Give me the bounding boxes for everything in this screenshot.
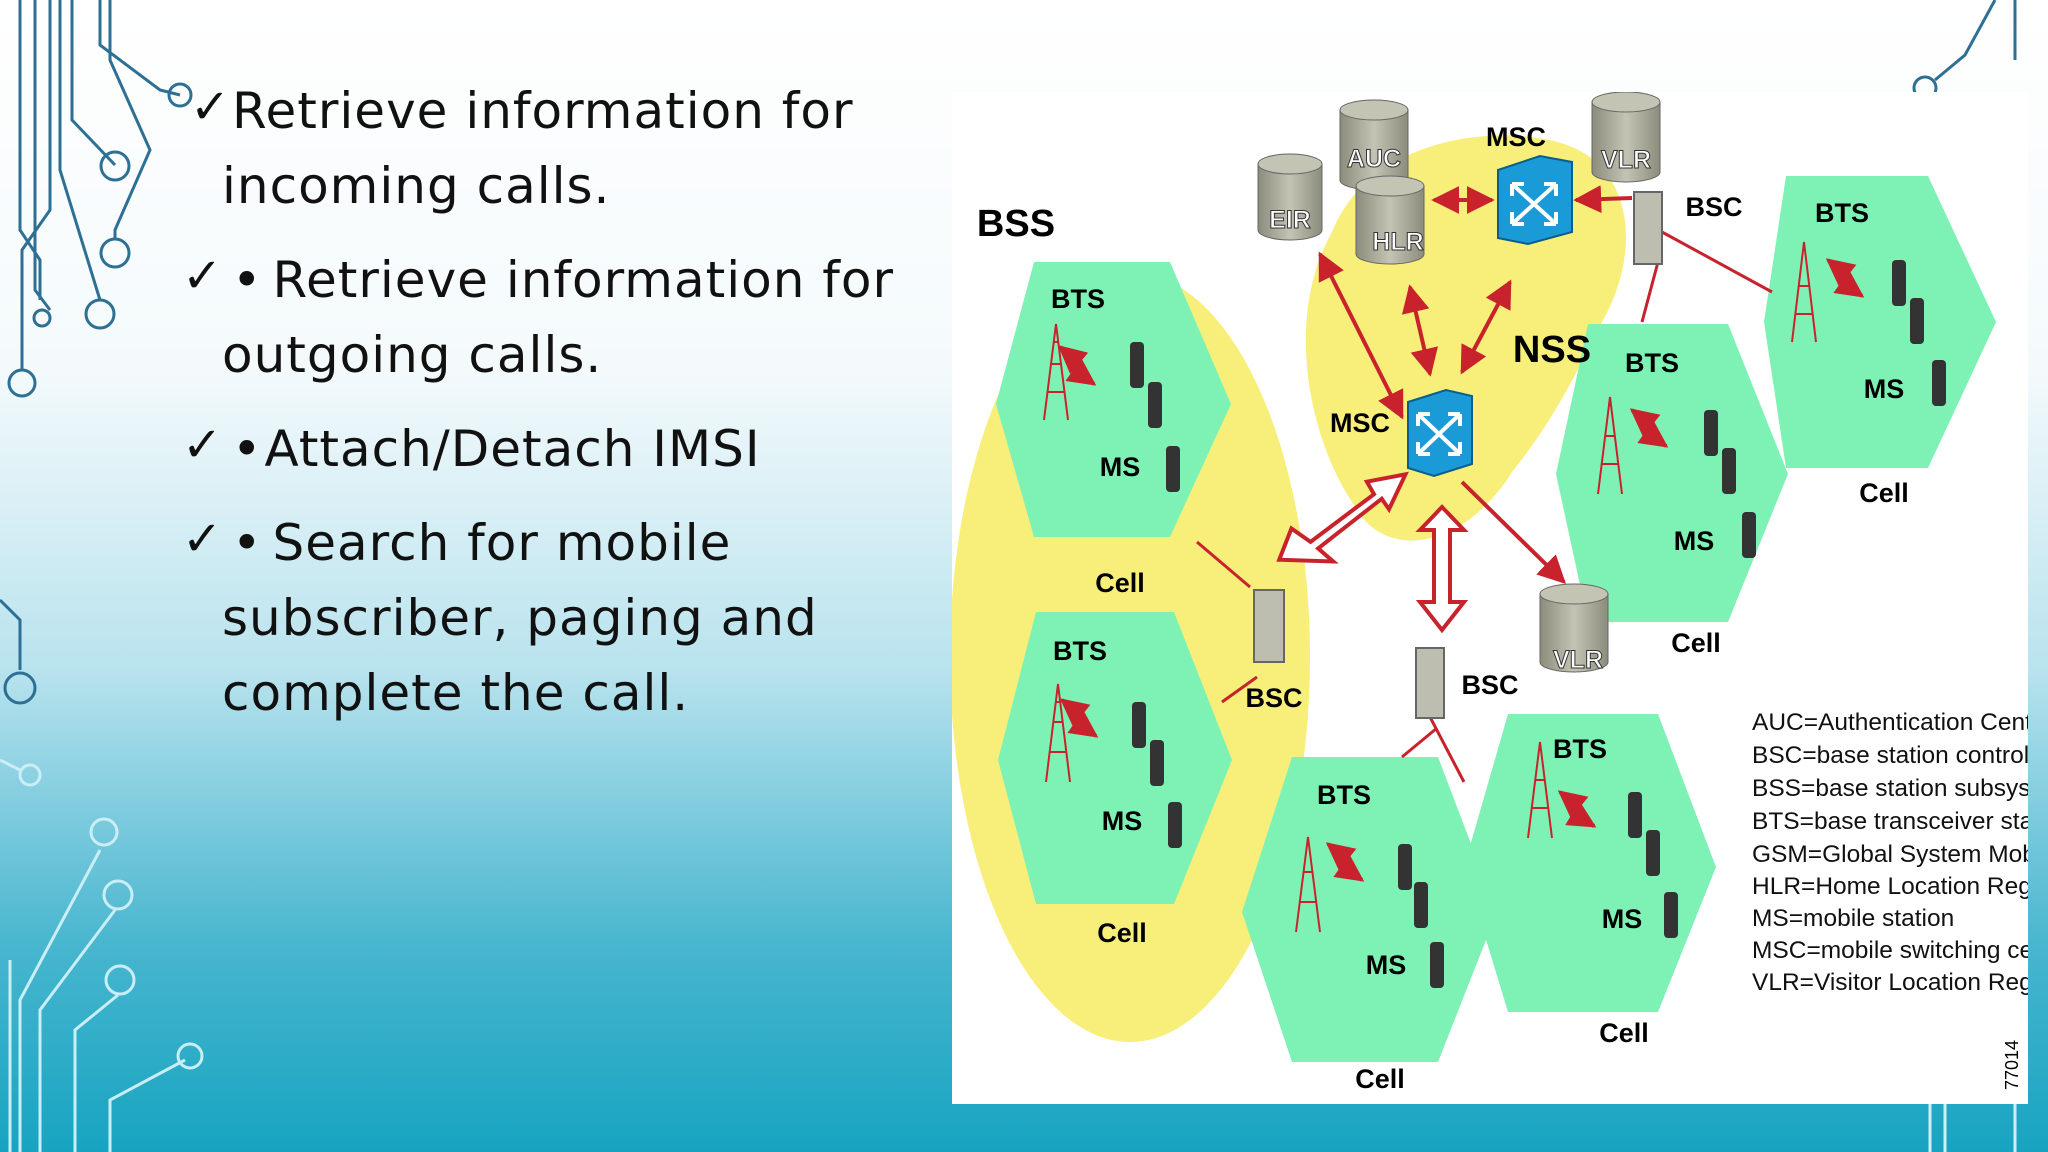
figure-id: 77014 <box>2002 1040 2022 1090</box>
ms-label: MS <box>1864 374 1905 404</box>
bullet-text: Retrieve information for <box>232 82 854 140</box>
check-icon: ✓ <box>182 511 224 567</box>
ms-label: MS <box>1366 950 1407 980</box>
bsc-label: BSC <box>1245 683 1302 713</box>
bsc-label: BSC <box>1685 192 1742 222</box>
legend-item: BSC=base station controller <box>1752 742 2028 769</box>
connection-lines <box>1196 230 1773 783</box>
bts-label: BTS <box>1815 198 1869 228</box>
cell-label: Cell <box>1355 1064 1405 1094</box>
bts-label: BTS <box>1625 348 1679 378</box>
legend-item: AUC=Authentication Center <box>1752 709 2028 736</box>
legend-item: BTS=base transceiver station <box>1752 808 2028 835</box>
nss-label: NSS <box>1513 329 1591 371</box>
bts-label: BTS <box>1317 780 1371 810</box>
bullet-text: complete the call. <box>222 664 690 722</box>
check-icon: ✓ <box>182 417 224 473</box>
diagram-canvas: BSS NSS MSC MSC AUC VLR EIR HLR VLR BSC … <box>952 92 2028 1094</box>
cell-label: Cell <box>1859 478 1909 508</box>
bullet-item: ✓ •Attach/Detach IMSI <box>182 412 950 487</box>
cell-hex <box>1464 714 1716 1012</box>
msc-label: MSC <box>1486 122 1546 152</box>
signal-arrows <box>1318 185 1633 584</box>
cell-label: Cell <box>1097 918 1147 948</box>
bullet-text: •Search for mobile <box>232 514 732 572</box>
cell-hex <box>1556 324 1788 622</box>
bullet-text: outgoing calls. <box>222 326 603 384</box>
interface-arrows <box>1276 471 1469 634</box>
bullet-text: •Attach/Detach IMSI <box>232 420 761 478</box>
bullet-item: ✓ •Search for mobile subscriber, paging … <box>182 506 950 731</box>
database-icon <box>1591 92 1661 183</box>
gsm-architecture-diagram: BSS NSS MSC MSC AUC VLR EIR HLR VLR BSC … <box>952 92 2028 1104</box>
ms-label: MS <box>1674 526 1715 556</box>
bts-label: BTS <box>1053 636 1107 666</box>
bullet-text: incoming calls. <box>222 157 611 215</box>
legend-item: GSM=Global System Mobile <box>1752 841 2028 868</box>
bullet-item: ✓ Retrieve information for incoming call… <box>190 74 950 224</box>
legend-item: MSC=mobile switching center <box>1752 937 2028 964</box>
msc-label: MSC <box>1330 408 1390 438</box>
vlr-label: VLR <box>1553 646 1603 674</box>
bullet-list: ✓ Retrieve information for incoming call… <box>182 74 950 750</box>
bss-label: BSS <box>977 203 1055 245</box>
bullet-text: •Retrieve information for <box>232 251 895 309</box>
legend-item: VLR=Visitor Location Register <box>1752 969 2028 996</box>
database-icon <box>1355 175 1425 265</box>
legend-item: BSS=base station subsystem <box>1752 775 2028 802</box>
cell-label: Cell <box>1599 1018 1649 1048</box>
vlr-label: VLR <box>1601 146 1651 174</box>
bts-tower-icon <box>1043 241 1817 933</box>
msc-switch-icon <box>1407 388 1473 478</box>
check-icon: ✓ <box>190 79 232 135</box>
bsc-server-icon <box>1253 191 1663 719</box>
check-icon: ✓ <box>182 248 224 304</box>
legend: AUC=Authentication Center BSC=base stati… <box>1752 709 2028 996</box>
legend-item: MS=mobile station <box>1752 905 1954 932</box>
ms-label: MS <box>1102 806 1143 836</box>
bts-label: BTS <box>1051 284 1105 314</box>
bts-label: BTS <box>1553 734 1607 764</box>
ms-label: MS <box>1100 452 1141 482</box>
bullet-item: ✓ •Retrieve information for outgoing cal… <box>182 243 950 393</box>
mobile-phone-icons <box>1130 260 1946 988</box>
cell-label: Cell <box>1671 628 1721 658</box>
cell-label: Cell <box>1095 568 1145 598</box>
ms-label: MS <box>1602 904 1643 934</box>
msc-switch-icon <box>1497 154 1573 246</box>
bullet-text: subscriber, paging and <box>222 589 818 647</box>
eir-label: EIR <box>1269 206 1311 234</box>
database-icon <box>1257 153 1323 241</box>
cell-hex <box>1764 176 1996 468</box>
database-icon <box>1539 583 1609 673</box>
bsc-label: BSC <box>1461 670 1518 700</box>
hlr-label: HLR <box>1372 228 1423 256</box>
legend-item: HLR=Home Location Register <box>1752 873 2028 900</box>
auc-label: AUC <box>1347 145 1401 173</box>
radio-link-arrows <box>1057 258 1865 882</box>
